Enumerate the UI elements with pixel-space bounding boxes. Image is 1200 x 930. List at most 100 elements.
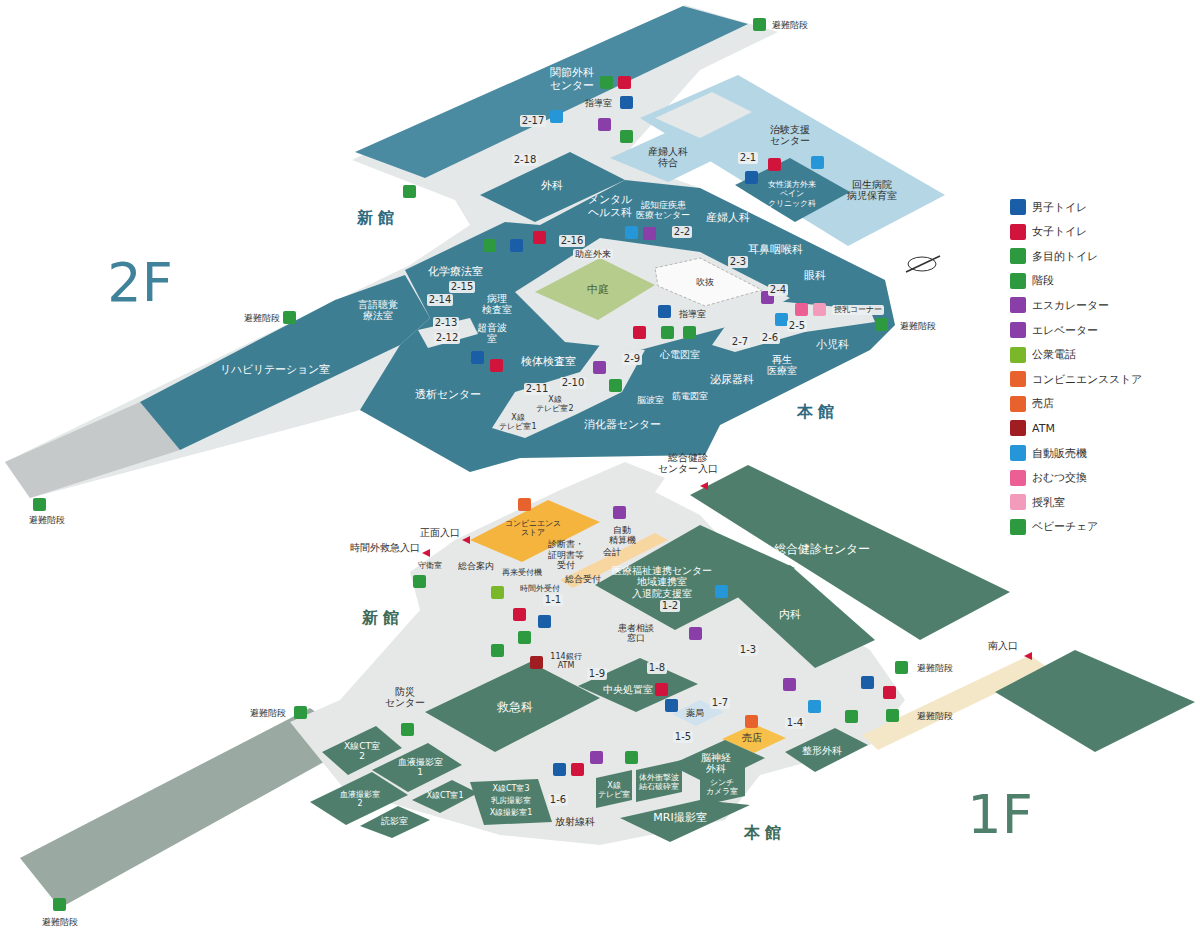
room-area: シンチ カメラ室 [706,778,738,796]
room-name: 薬局 [686,708,704,718]
room-name: 中央処置室 [603,684,653,696]
room-name: X線 テレビ室 [598,781,630,799]
legend-swatch [1010,224,1026,240]
room-number: 2-4 [768,284,788,296]
facility-icon [510,239,523,252]
map-label: 避難階段 [250,708,286,718]
room-name: 認知症疾患 医療センター [636,200,690,221]
room-name: X線CT室3 [492,784,529,793]
facility-icon [861,676,874,689]
legend-swatch [1010,420,1026,436]
legend-swatch [1010,494,1026,510]
legend-entry: 売店 [1010,396,1054,412]
room-number: 2-14 [427,294,454,306]
room-number: 2-13 [433,317,460,329]
building-label: 本館 [744,824,786,842]
room-number: 2-3 [728,256,748,268]
facility-icon [471,351,484,364]
room-area: X線CT室3 [492,784,529,793]
room-area: 医療福祉連携センター 地域連携室 入退院支援室 [612,565,712,600]
room-name: 筋電図室 [672,391,708,401]
map-label: 患者相談 窓口 [618,623,654,644]
room-area: 中央処置室 [603,684,653,696]
entrance-marker [700,482,708,490]
legend-entry: 授乳室 [1010,494,1065,510]
legend-swatch [1010,371,1026,387]
room-number: 2-10 [560,377,587,389]
facility-icon [813,303,826,316]
legend-text: 階段 [1032,273,1054,288]
facility-icon [808,700,821,713]
room-area: 再生 医療室 [767,354,797,377]
legend-entry: エスカレーター [1010,297,1109,313]
room-number: 2-15 [449,281,476,293]
map-label: 避難階段 [42,917,78,927]
facility-icon [613,506,626,519]
map-label: 避難階段 [917,663,953,673]
map-label: 診断書・ 証明書等 受付 [548,539,584,570]
facility-icon [518,498,531,511]
facility-icon [665,699,678,712]
room-name: 乳房撮影室 [491,796,531,805]
room-block [636,760,682,802]
legend-swatch [1010,199,1026,215]
room-area: 泌尿器科 [710,374,754,387]
room-area: 中庭 [587,284,609,297]
room-number: 1-3 [738,644,758,656]
room-name: 防災 センター [385,686,425,709]
room-area: 防災 センター [385,686,425,709]
facility-icon [658,305,671,318]
facility-icon [593,361,606,374]
room-name: 脳神経 外科 [701,752,731,775]
room-area: 化学療法室 [428,266,483,279]
facility-icon [795,303,808,316]
facility-icon [689,627,702,640]
room-name: メンタル ヘルス科 [588,194,632,219]
room-name: 内科 [779,609,801,622]
building-label: 新館 [362,609,404,627]
room-area: 超音波 室 [477,322,507,345]
legend-text: エスカレーター [1032,298,1109,313]
room-name: X線撮影室1 [490,808,533,817]
map-label: 114銀行 ATM [550,652,581,670]
facility-icon [618,76,631,89]
room-number: 2-1 [738,152,758,164]
legend-text: おむつ交換 [1032,470,1087,485]
room-number: 1-7 [710,697,730,709]
floor-label: 2F [107,256,172,310]
room-area: 病理 検査室 [482,293,512,316]
room-name: 体外衝撃波 結石破砕室 [639,773,679,791]
legend-entry: 自動販売機 [1010,445,1087,461]
map-label: 時間外救急入口 [350,542,420,554]
room-block [640,75,945,246]
room-name: 小児科 [816,339,849,352]
legend-entry: 女子トイレ [1010,224,1087,240]
room-area: X線 テレビ室1 [499,413,536,431]
room-name: 中庭 [587,284,609,297]
room-area: 検体検査室 [521,356,576,369]
room-name: 検体検査室 [521,356,576,369]
legend-swatch [1010,445,1026,461]
room-area: 薬局 [686,708,704,718]
legend-swatch [1010,470,1026,486]
room-area: 心電図室 [660,349,700,361]
room-area: コンビニエンス ストア [505,519,561,537]
room-name: 脳波室 [637,395,664,405]
legend-entry: 多目的トイレ [1010,248,1098,264]
facility-icon [768,158,781,171]
facility-icon [745,715,758,728]
facility-icon [550,110,563,123]
room-number: 2-9 [622,353,642,365]
facility-icon [490,359,503,372]
room-name: 再生 医療室 [767,354,797,377]
room-area: X線CT室1 [426,791,463,800]
map-label: 指導室 [585,98,612,108]
room-block [785,728,868,772]
room-area: 乳房撮影室 [491,796,531,805]
room-block [735,158,850,222]
facility-icon [538,615,551,628]
legend-entry: エレベーター [1010,322,1098,338]
room-name: X線 テレビ室2 [536,395,573,413]
legend-text: 売店 [1032,396,1054,411]
legend-text: ATM [1032,422,1055,435]
